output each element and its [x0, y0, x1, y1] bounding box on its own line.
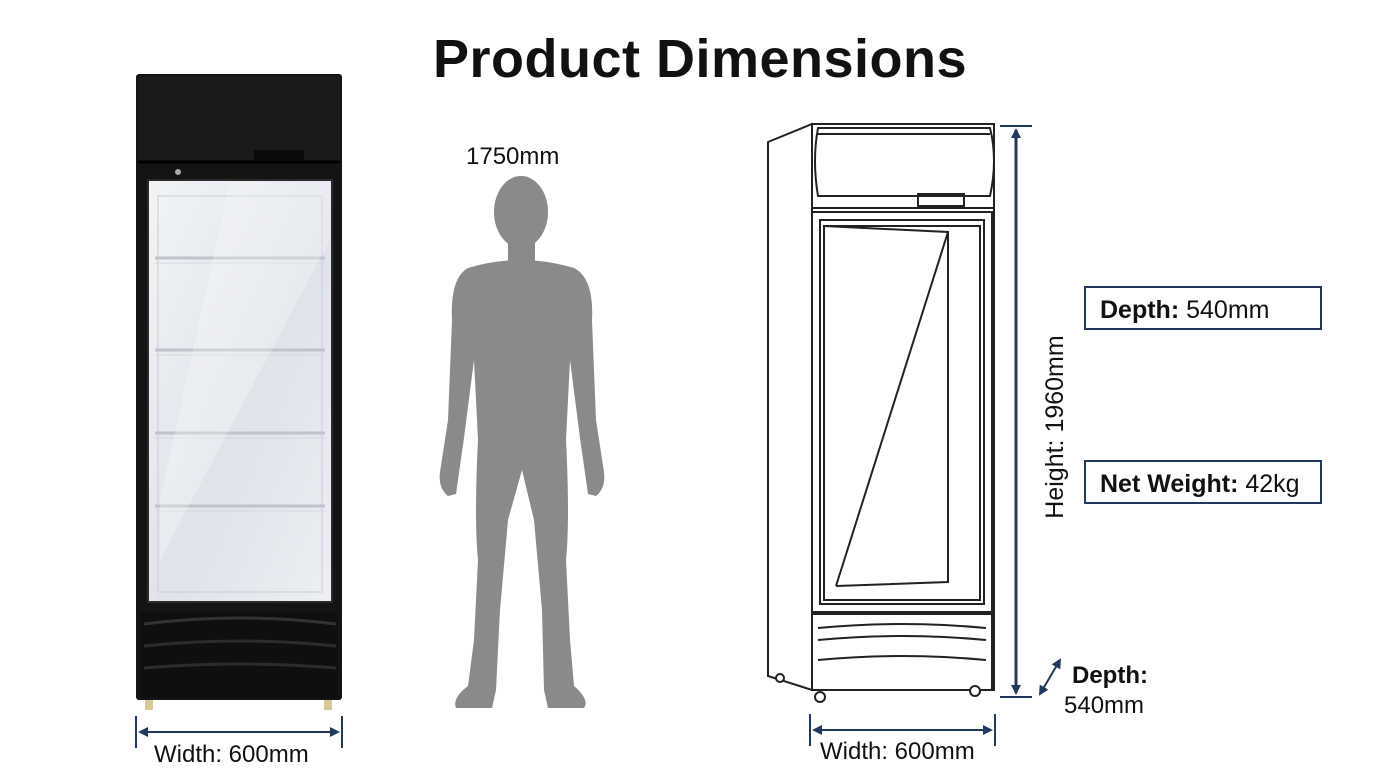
- depth-dimension-value: 540mm: [1064, 692, 1145, 719]
- right-width-label: Width: 600mm: [820, 738, 975, 765]
- depth-dimension-title: Depth:: [1072, 662, 1148, 689]
- depth-spec-value: 540mm: [1186, 296, 1270, 324]
- net-weight-spec-label: Net Weight:: [1100, 470, 1239, 498]
- depth-spec-box: Depth: 540mm: [1084, 286, 1322, 330]
- height-dimension: [1000, 125, 1032, 698]
- depth-spec-label: Depth:: [1100, 296, 1180, 324]
- left-width-dimension: [135, 716, 343, 748]
- fridge-photo: [136, 74, 342, 710]
- page-title: Product Dimensions: [432, 29, 968, 89]
- fridge-drawing: [767, 122, 995, 703]
- left-width-label: Width: 600mm: [154, 741, 309, 768]
- person-height-label: 1750mm: [466, 143, 560, 170]
- depth-dimension: [1038, 658, 1062, 696]
- right-width-dimension: [809, 714, 996, 746]
- net-weight-spec-box: Net Weight: 42kg: [1084, 460, 1322, 504]
- height-label: Height: 1960mm: [1041, 335, 1069, 519]
- person-silhouette-icon: [439, 176, 605, 708]
- net-weight-spec-value: 42kg: [1245, 470, 1300, 498]
